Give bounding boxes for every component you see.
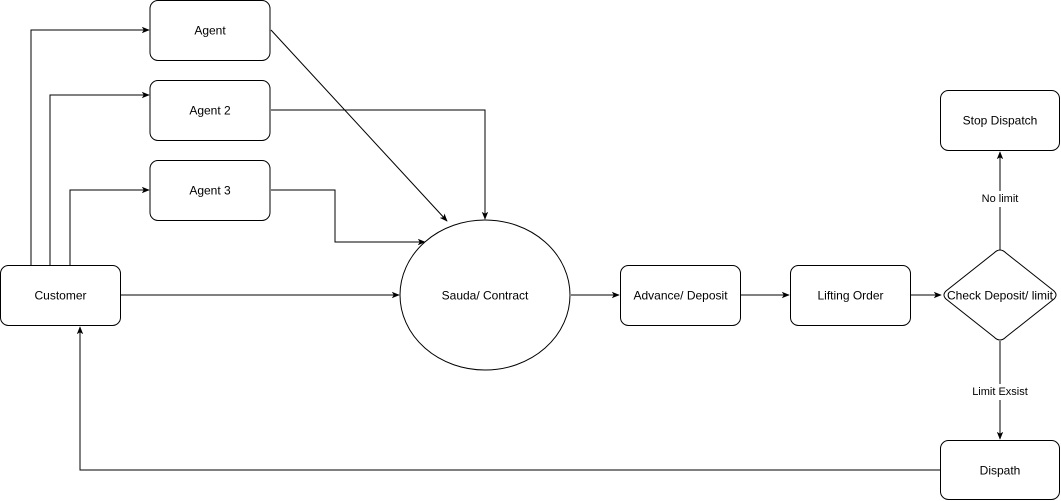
node-check-deposit-limit-label: Check Deposit/ limit [947,289,1054,303]
edge-agent3-to-sauda [271,189,426,246]
edge-labels: No limit Limit Exsist [970,191,1030,400]
node-sauda-contract[interactable]: Sauda/ Contract [399,219,571,371]
node-agent-2-label: Agent 2 [189,104,231,118]
edge-dispatch-to-customer [76,326,940,471]
node-agent-3-label: Agent 3 [189,184,231,198]
node-agent-2[interactable]: Agent 2 [149,80,271,141]
node-advance-deposit-label: Advance/ Deposit [633,289,728,303]
node-agent-label: Agent [194,24,226,38]
edge-agent2-to-sauda [271,109,489,220]
node-agent-3[interactable]: Agent 3 [149,160,271,221]
node-dispatch[interactable]: Dispath [940,440,1060,500]
node-dispatch-label: Dispath [980,464,1021,478]
node-lifting-order-label: Lifting Order [817,289,883,303]
edge-label-limit-exist: Limit Exsist [972,386,1028,398]
edge-customer-to-agent2 [49,91,150,265]
edges [30,26,1004,471]
node-sauda-contract-label: Sauda/ Contract [442,289,529,303]
node-stop-dispatch-label: Stop Dispatch [963,114,1038,128]
node-check-deposit-limit[interactable]: Check Deposit/ limit [943,249,1057,341]
node-customer-label: Customer [34,289,86,303]
edge-label-no-limit: No limit [982,193,1019,205]
edge-customer-to-agent [30,26,150,265]
node-agent[interactable]: Agent [149,0,271,61]
edge-customer-to-agent3 [69,186,150,265]
node-lifting-order[interactable]: Lifting Order [790,265,911,326]
edge-agent-to-sauda [270,29,448,222]
node-stop-dispatch[interactable]: Stop Dispatch [940,90,1060,151]
node-advance-deposit[interactable]: Advance/ Deposit [620,265,741,326]
node-customer[interactable]: Customer [0,265,121,326]
